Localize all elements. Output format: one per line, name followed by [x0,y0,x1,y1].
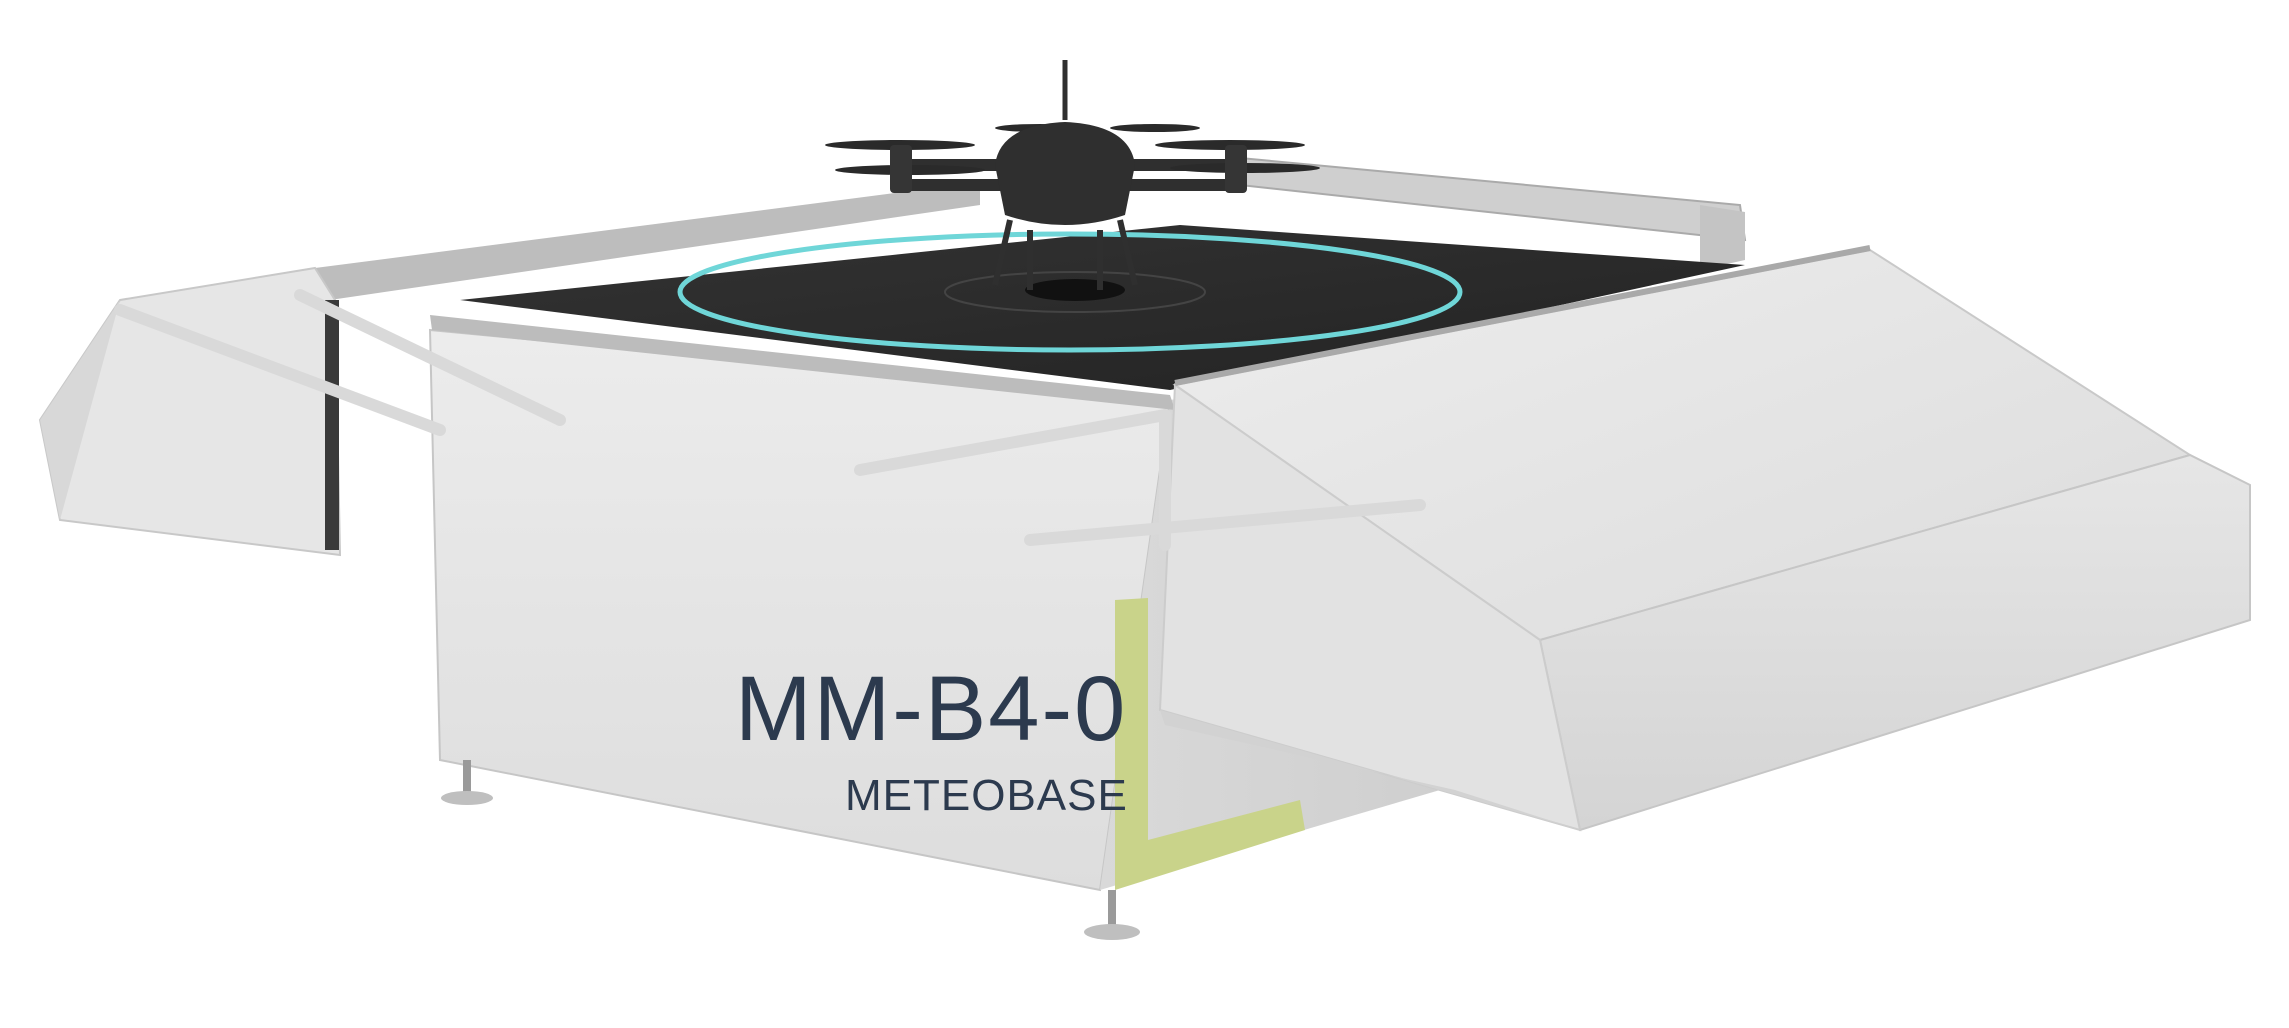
support-arms [114,289,1426,551]
right-lid [1158,245,2251,832]
model-label: MM-B4-0 [735,658,1127,760]
left-lid [38,182,980,557]
rear-rail [1239,156,1747,270]
accent-panel [1115,598,1305,890]
product-name-label: METEOBASE [845,771,1128,820]
drone [825,60,1320,290]
landing-pad [430,225,1745,410]
landing-ring [677,231,1463,353]
feet [441,760,1140,940]
